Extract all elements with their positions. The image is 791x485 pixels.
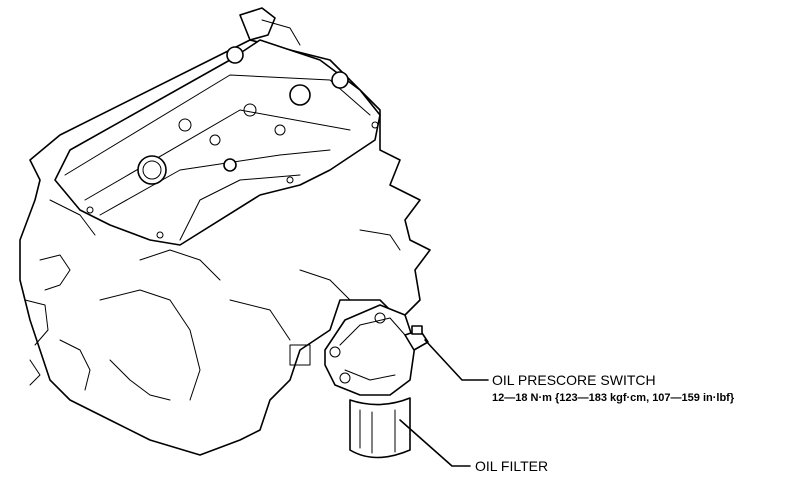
cylinder-head-cover [54, 7, 381, 246]
oil-filter [349, 397, 411, 459]
oil-filter-label: OIL FILTER [475, 458, 548, 474]
oil-pressure-switch-torque: 12—18 N·m {123—183 kgf·cm, 107—159 in·lb… [492, 392, 735, 404]
oil-pressure-switch [404, 325, 429, 351]
hose-fitting [239, 7, 276, 41]
breather-port [226, 46, 244, 64]
plug-hole [289, 84, 311, 106]
mount-boss [289, 344, 311, 366]
oil-filler-cap [137, 155, 167, 185]
bolt [223, 158, 237, 172]
oil-filter-housing [324, 304, 416, 396]
cam-sensor [331, 71, 349, 89]
oil-pressure-switch-label: OIL PRESCORE SWITCH [492, 372, 656, 388]
leader-line-switch [424, 339, 489, 381]
leader-line-filter [399, 419, 471, 467]
